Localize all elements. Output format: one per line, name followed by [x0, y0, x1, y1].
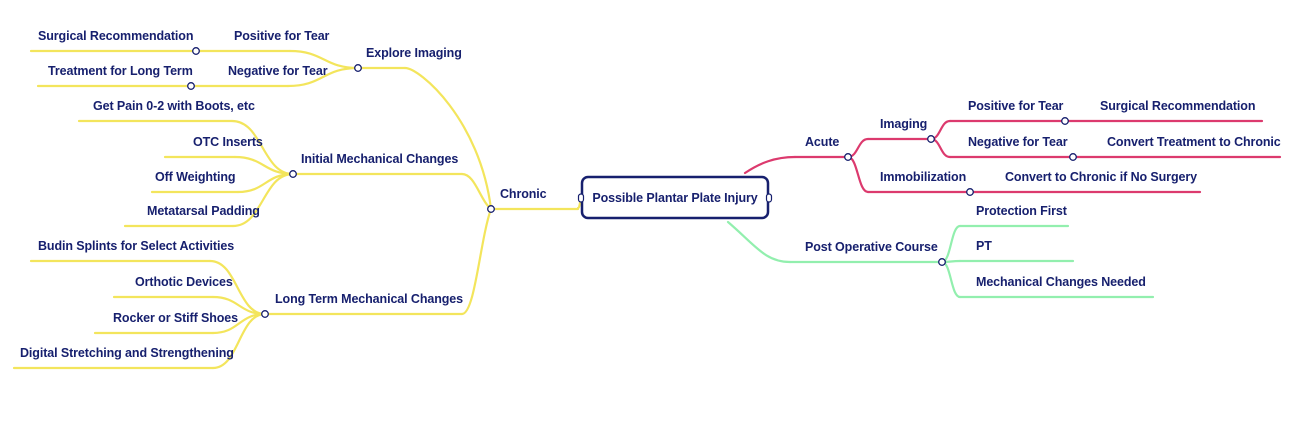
node-initial-item-3[interactable]: Metatarsal Padding [147, 204, 260, 218]
root-right-connector-icon[interactable] [765, 193, 773, 203]
node-initial-item-1[interactable]: OTC Inserts [193, 135, 263, 149]
node-initial-item-3-branch [231, 172, 295, 228]
node-acute-negative-tear[interactable]: Negative for Tear [968, 135, 1068, 149]
node-long-term-mech-branch [460, 207, 493, 316]
root-left-connector-icon[interactable] [577, 193, 585, 203]
long-term-mech-collapse-icon[interactable] [261, 310, 269, 318]
acute-negative-collapse-icon[interactable] [1069, 153, 1077, 161]
node-chronic-negative-tear-branch [286, 66, 360, 88]
immobilization-collapse-icon[interactable] [966, 188, 974, 196]
node-explore-imaging-branch [403, 66, 493, 211]
node-chronic-surgical-rec[interactable]: Surgical Recommendation [38, 29, 193, 43]
node-acute-positive-tear[interactable]: Positive for Tear [968, 99, 1064, 113]
node-immobilization[interactable]: Immobilization [880, 170, 966, 184]
node-acute-imaging-branch [846, 137, 870, 159]
node-treatment-long-term[interactable]: Treatment for Long Term [48, 64, 193, 78]
node-acute-branch [743, 155, 797, 175]
node-long-term-item-3[interactable]: Digital Stretching and Strengthening [20, 346, 234, 360]
initial-mech-collapse-icon[interactable] [289, 170, 297, 178]
node-long-term-item-0[interactable]: Budin Splints for Select Activities [38, 239, 234, 253]
node-postop-item-2-branch [940, 260, 962, 299]
root-node-label: Possible Plantar Plate Injury [592, 191, 757, 205]
acute-positive-collapse-icon[interactable] [1061, 117, 1069, 125]
positive-tear-collapse-icon[interactable] [192, 47, 200, 55]
node-postop-item-1[interactable]: PT [976, 239, 992, 253]
acute-collapse-icon[interactable] [844, 153, 852, 161]
node-acute-surgical-rec[interactable]: Surgical Recommendation [1100, 99, 1255, 113]
node-convert-treatment-chronic[interactable]: Convert Treatment to Chronic [1107, 135, 1281, 149]
node-long-term-item-0-branch [208, 259, 267, 316]
node-postop-item-0-branch [940, 224, 962, 264]
node-acute[interactable]: Acute [805, 135, 839, 149]
node-chronic-negative-tear[interactable]: Negative for Tear [228, 64, 328, 78]
node-long-term-mech[interactable]: Long Term Mechanical Changes [275, 292, 463, 306]
node-long-term-item-3-branch [211, 312, 267, 370]
negative-tear-collapse-icon[interactable] [187, 82, 195, 90]
node-postop-item-0[interactable]: Protection First [976, 204, 1068, 218]
node-chronic-positive-tear[interactable]: Positive for Tear [234, 29, 330, 43]
node-explore-imaging[interactable]: Explore Imaging [366, 46, 462, 60]
node-post-op-branch [726, 220, 792, 264]
node-postop-item-2[interactable]: Mechanical Changes Needed [976, 275, 1146, 289]
node-initial-item-0[interactable]: Get Pain 0-2 with Boots, etc [93, 99, 255, 113]
node-long-term-item-2[interactable]: Rocker or Stiff Shoes [113, 311, 238, 325]
node-initial-item-2[interactable]: Off Weighting [155, 170, 236, 184]
node-initial-mech-branch [460, 172, 493, 211]
imaging-collapse-icon[interactable] [927, 135, 935, 143]
root-node[interactable]: Possible Plantar Plate Injury [577, 175, 773, 220]
node-convert-chronic-no-surgery[interactable]: Convert to Chronic if No Surgery [1005, 170, 1197, 184]
post-op-collapse-icon[interactable] [938, 258, 946, 266]
explore-imaging-collapse-icon[interactable] [354, 64, 362, 72]
node-post-op[interactable]: Post Operative Course [805, 240, 938, 254]
node-acute-imaging[interactable]: Imaging [880, 117, 927, 131]
node-initial-mech[interactable]: Initial Mechanical Changes [301, 152, 458, 166]
chronic-collapse-icon[interactable] [487, 205, 495, 213]
node-immobilization-branch [846, 155, 870, 194]
node-chronic[interactable]: Chronic [500, 187, 547, 201]
node-long-term-item-1[interactable]: Orthotic Devices [135, 275, 233, 289]
node-initial-item-0-branch [230, 119, 295, 176]
